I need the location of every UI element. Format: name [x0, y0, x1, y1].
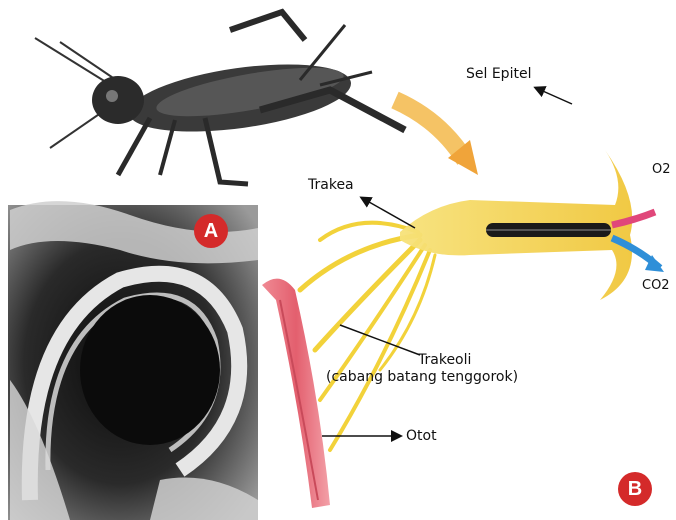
badge-b: B: [618, 472, 652, 506]
muscle-strand-icon: [262, 279, 330, 508]
label-sel-epitel: Sel Epitel: [466, 66, 531, 82]
trachea-tube: [400, 150, 632, 300]
tracheole-branches: [300, 223, 435, 450]
orange-arrow-icon: [395, 100, 478, 175]
micrograph-trachea-icon: [8, 201, 258, 520]
label-trakeoli: Trakeoli: [418, 352, 471, 368]
badge-a: A: [194, 214, 228, 248]
sel-epitel-leader: [536, 88, 572, 104]
cricket-insect-icon: [35, 12, 405, 184]
label-co2: CO2: [642, 278, 670, 293]
label-otot: Otot: [406, 428, 437, 444]
label-trakea: Trakea: [308, 177, 354, 193]
label-o2: O2: [652, 162, 671, 177]
label-trakeoli-sub: (cabang batang tenggorok): [326, 369, 518, 385]
